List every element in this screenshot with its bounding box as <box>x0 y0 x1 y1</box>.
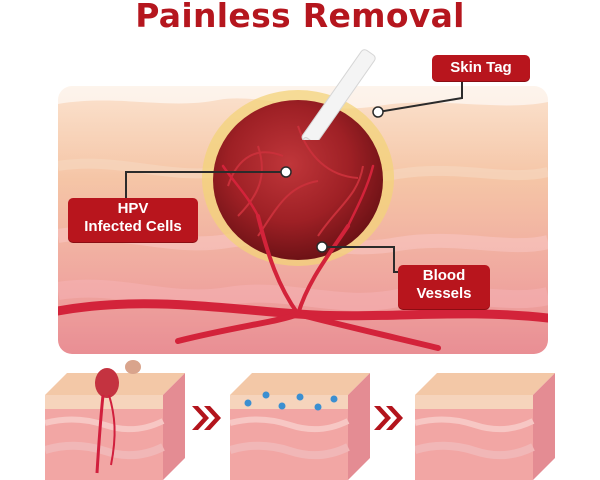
hpv-label-line1: HPV <box>117 200 149 217</box>
hpv-label-line2: Infected Cells <box>84 218 182 235</box>
step-skin-treated <box>230 373 370 480</box>
double-chevron-right-icon <box>374 406 403 430</box>
applicator-pen-icon <box>292 49 376 140</box>
step-skin-with-tag <box>45 360 185 480</box>
double-chevron-right-icon <box>192 406 221 430</box>
skin-tag-label: Skin Tag <box>432 55 530 81</box>
page-title: Painless Removal <box>135 0 465 35</box>
step-skin-clear <box>415 373 555 480</box>
blood-label-line1: Blood <box>422 267 466 284</box>
skin-tag-label-text: Skin Tag <box>450 59 512 76</box>
blood-vessels-label: Blood Vessels <box>398 265 490 309</box>
blood-label-line2: Vessels <box>416 285 472 302</box>
hpv-infected-cells-label: HPV Infected Cells <box>68 198 198 242</box>
